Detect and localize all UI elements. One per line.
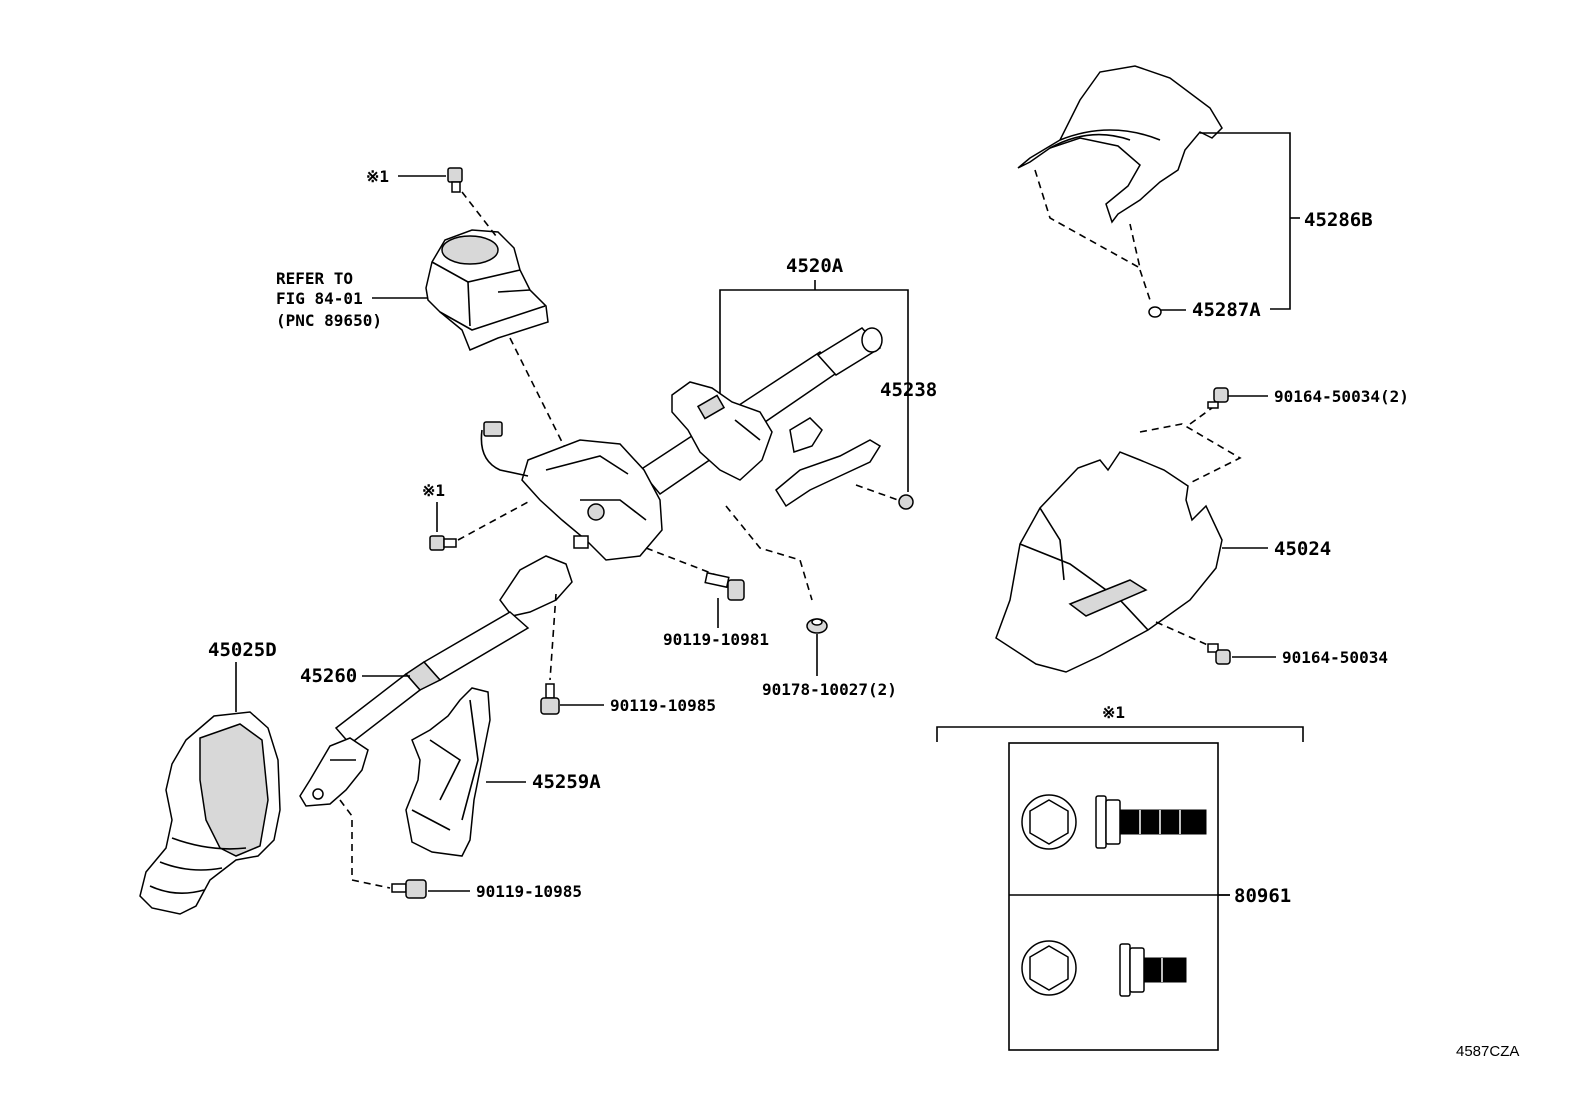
leader-dashed bbox=[1139, 423, 1242, 483]
upper-column-cover-part bbox=[1017, 65, 1223, 224]
kit-nut-upper bbox=[1021, 794, 1077, 850]
nut-90178-part bbox=[806, 618, 828, 634]
leader-dashed bbox=[855, 484, 899, 501]
steering-column-part bbox=[480, 327, 883, 561]
label-90164-50034: 90164-50034 bbox=[1282, 648, 1388, 667]
leader-dashed bbox=[457, 501, 529, 541]
label-45024: 45024 bbox=[1274, 538, 1331, 560]
lower-column-cover-part bbox=[995, 451, 1223, 673]
label-90119-10981: 90119-10981 bbox=[663, 630, 769, 649]
refer-line-3: (PNC 89650) bbox=[276, 311, 382, 330]
leader-4520A bbox=[719, 289, 909, 492]
leader-dashed bbox=[339, 799, 391, 889]
figure-id: 4587CZA bbox=[1456, 1043, 1519, 1060]
label-45259A: 45259A bbox=[532, 771, 601, 793]
leader-dashed bbox=[461, 191, 497, 237]
note-kit-ref-kit: ※1 bbox=[1102, 703, 1125, 722]
bolt-part bbox=[447, 167, 463, 193]
label-45238: 45238 bbox=[880, 379, 937, 401]
leader-dashed bbox=[645, 547, 717, 576]
shaft-cover-part bbox=[405, 687, 491, 857]
leader-dashed bbox=[725, 505, 813, 601]
label-80961: 80961 bbox=[1234, 885, 1291, 907]
note-kit-ref-top: ※1 bbox=[366, 167, 389, 186]
refer-line-2: FIG 84-01 bbox=[276, 289, 363, 308]
leader-dashed bbox=[509, 337, 567, 451]
nut-45238-part bbox=[898, 494, 914, 510]
label-90119-10985-lower: 90119-10985 bbox=[476, 882, 582, 901]
intermediate-shaft-part bbox=[299, 555, 573, 807]
label-45286B: 45286B bbox=[1304, 209, 1373, 231]
kit-nut-lower bbox=[1021, 940, 1077, 996]
label-90164-50034-2: 90164-50034(2) bbox=[1274, 387, 1409, 406]
kit-flange-bolt-short bbox=[1119, 943, 1187, 997]
leader-dashed bbox=[1034, 169, 1142, 270]
leader-dashed bbox=[1155, 621, 1211, 647]
screw-90164-50034-part bbox=[1207, 643, 1231, 665]
bolt-90119-10981-part bbox=[704, 571, 745, 601]
bolt-90119-10985-lower-part bbox=[391, 879, 427, 899]
leader-45286B bbox=[1200, 132, 1291, 310]
label-90119-10985-upper: 90119-10985 bbox=[610, 696, 716, 715]
label-90178-10027: 90178-10027(2) bbox=[762, 680, 897, 699]
bolt-part bbox=[429, 535, 457, 551]
label-45287A: 45287A bbox=[1192, 299, 1261, 321]
leader-dashed bbox=[1189, 407, 1213, 425]
kit-flange-bolt-long bbox=[1095, 795, 1207, 849]
bolt-90119-10985-upper-part bbox=[540, 683, 560, 715]
clip-45287A-part bbox=[1148, 306, 1162, 318]
leader-dashed bbox=[549, 593, 557, 681]
refer-line-1: REFER TO bbox=[276, 269, 353, 288]
note-kit-ref-mid: ※1 bbox=[422, 481, 445, 500]
hole-cover-part bbox=[139, 711, 281, 915]
kit-bracket bbox=[936, 726, 1304, 742]
label-45260: 45260 bbox=[300, 665, 357, 687]
switch-assembly-part bbox=[425, 229, 549, 351]
screw-90164-50034-2-part bbox=[1207, 387, 1229, 409]
leader-dashed bbox=[1139, 269, 1151, 301]
label-45025D: 45025D bbox=[208, 639, 277, 661]
label-4520A: 4520A bbox=[786, 255, 844, 277]
kit-box bbox=[1008, 742, 1219, 1051]
